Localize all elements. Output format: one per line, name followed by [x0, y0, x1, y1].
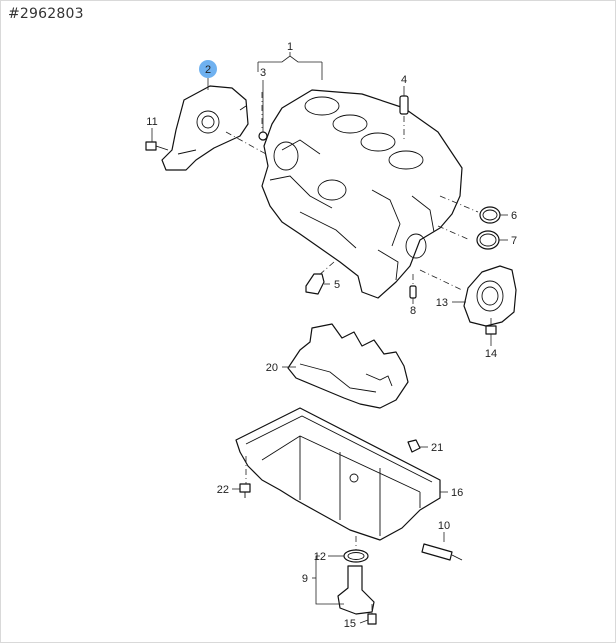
callout-6[interactable]: 6: [511, 210, 517, 222]
part-1-engine-block[interactable]: [261, 89, 463, 299]
part-12-o-ring[interactable]: [343, 549, 369, 563]
diagram-reference-number: #2962803: [8, 6, 84, 22]
callout-11[interactable]: 11: [146, 116, 157, 128]
callout-9[interactable]: 9: [302, 573, 308, 585]
callout-15[interactable]: 15: [344, 618, 356, 630]
part-13-front-seal-flange[interactable]: [463, 265, 517, 327]
part-7-o-ring[interactable]: [476, 230, 500, 250]
callout-10[interactable]: 10: [438, 520, 450, 532]
part-16-oil-sump[interactable]: [235, 407, 441, 541]
callout-22[interactable]: 22: [217, 484, 229, 496]
part-6-o-ring[interactable]: [479, 206, 501, 224]
callout-labels: 1 2 3 4 5 6 7 8 9 10 11 12 13 14 15 16 2…: [146, 41, 517, 630]
callout-5[interactable]: 5: [334, 279, 340, 291]
callout-21[interactable]: 21: [431, 442, 443, 454]
part-22-bolt[interactable]: [239, 483, 251, 498]
callout-13[interactable]: 13: [436, 297, 448, 309]
part-14-bolt[interactable]: [485, 325, 497, 335]
part-3-bolt[interactable]: [258, 131, 268, 141]
callout-14[interactable]: 14: [485, 348, 497, 360]
part-9-oil-pickup-pipe[interactable]: [337, 565, 375, 615]
leader-lines: [151, 52, 508, 624]
callout-4[interactable]: 4: [401, 74, 407, 86]
callout-7[interactable]: 7: [511, 235, 517, 247]
part-15-bolt[interactable]: [367, 613, 377, 625]
part-2-seal-flange[interactable]: [161, 85, 249, 171]
callout-2-highlight: [199, 60, 217, 78]
part-11-bolt[interactable]: [145, 141, 169, 151]
callout-8[interactable]: 8: [410, 305, 416, 317]
callout-1[interactable]: 1: [287, 41, 293, 53]
part-5-oil-spray-jet[interactable]: [305, 273, 325, 295]
part-21-drain-plug[interactable]: [407, 439, 421, 453]
callout-12[interactable]: 12: [314, 551, 326, 563]
part-10-sealant-tube[interactable]: [421, 543, 463, 561]
part-20-baffle-plate[interactable]: [287, 323, 409, 409]
alignment-lines: [225, 92, 492, 614]
callout-2[interactable]: 2: [205, 64, 211, 76]
callout-16[interactable]: 16: [451, 487, 463, 499]
callout-3[interactable]: 3: [260, 67, 266, 79]
part-4-dowel[interactable]: [399, 95, 409, 115]
part-8-dowel[interactable]: [409, 285, 417, 299]
callout-20[interactable]: 20: [266, 362, 278, 374]
